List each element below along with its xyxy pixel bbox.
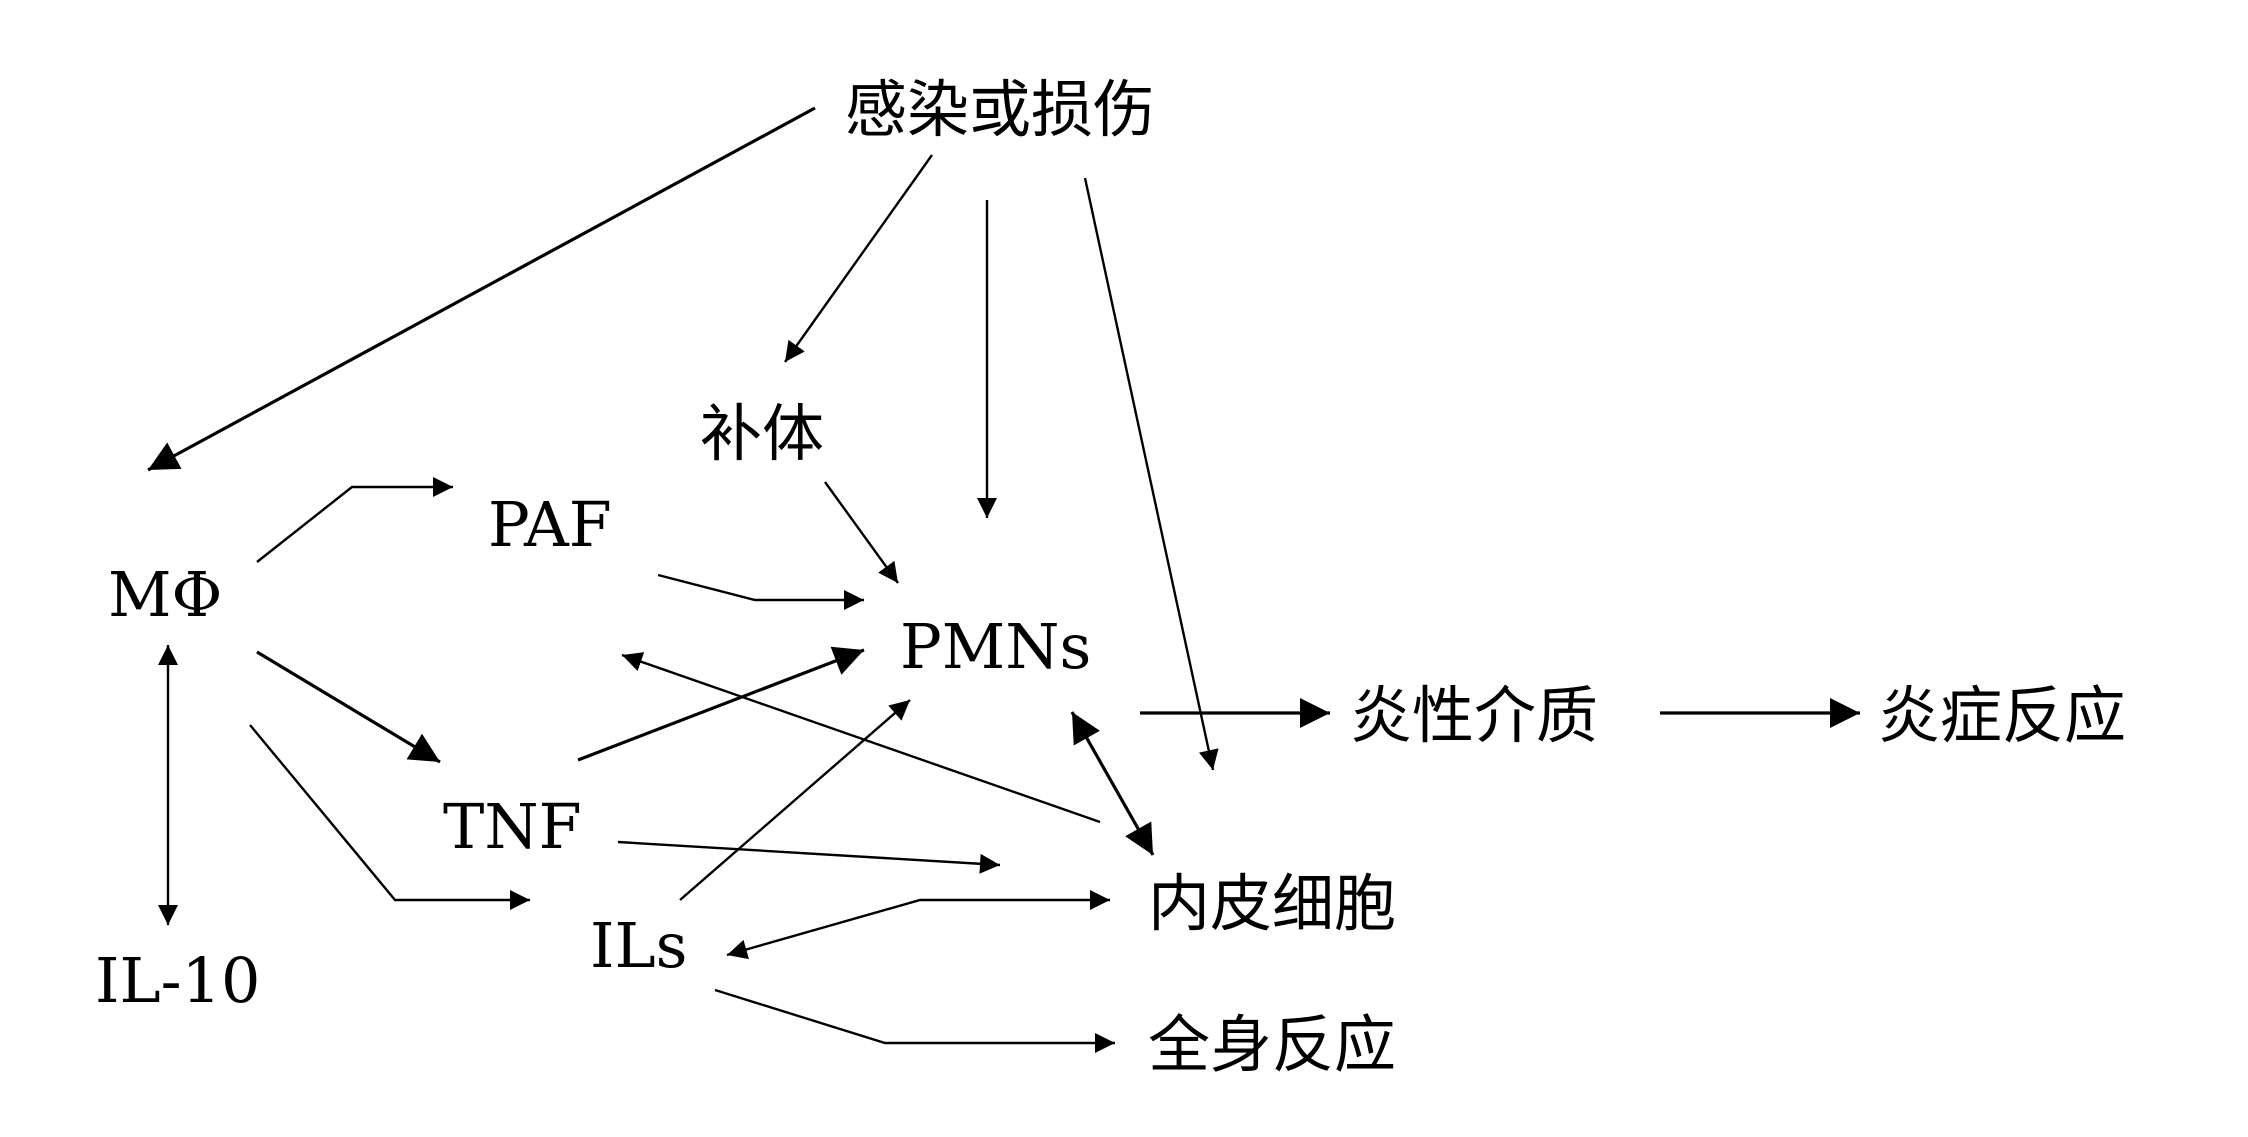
edge-infection-macrophage <box>147 106 816 472</box>
node-systemic: 全身反应 <box>1148 1008 1396 1081</box>
edge-paf-pmns <box>657 573 864 610</box>
edges <box>147 106 1860 1053</box>
node-paf: PAF <box>488 488 612 561</box>
edge-infection-endothelium <box>1083 177 1219 771</box>
node-endothelium: 内皮细胞 <box>1148 867 1396 940</box>
edge-tnf-endothelium <box>617 840 1001 874</box>
node-ils: ILs <box>590 909 687 982</box>
edge-complement-pmns <box>824 481 899 584</box>
node-complement: 补体 <box>700 397 824 470</box>
edge-ils-systemic <box>714 988 1115 1053</box>
edge-macrophage-paf <box>256 477 453 563</box>
node-il10: IL-10 <box>95 944 261 1017</box>
edge-macrophage-ils <box>249 724 530 910</box>
node-tnf: TNF <box>443 790 582 863</box>
edge-infection-complement <box>784 154 933 363</box>
nodes: 感染或损伤 补体 MΦ PAF PMNs TNF ILs IL-10 炎性介质 … <box>95 73 2126 1081</box>
node-infection: 感染或损伤 <box>845 73 1155 146</box>
edge-tnf-pmns <box>577 646 865 762</box>
edge-ils-endothelium <box>726 890 1110 960</box>
edge-macrophage-tnf <box>256 650 441 764</box>
edge-pmns-endothelium <box>1070 711 1155 856</box>
node-inflammation: 炎症反应 <box>1878 679 2126 752</box>
edge-endothelium-paf <box>621 652 1101 824</box>
edge-ils-pmns <box>679 699 911 901</box>
node-pmns: PMNs <box>900 610 1091 683</box>
node-mediators: 炎性介质 <box>1350 679 1598 752</box>
node-macrophage: MΦ <box>108 558 222 631</box>
